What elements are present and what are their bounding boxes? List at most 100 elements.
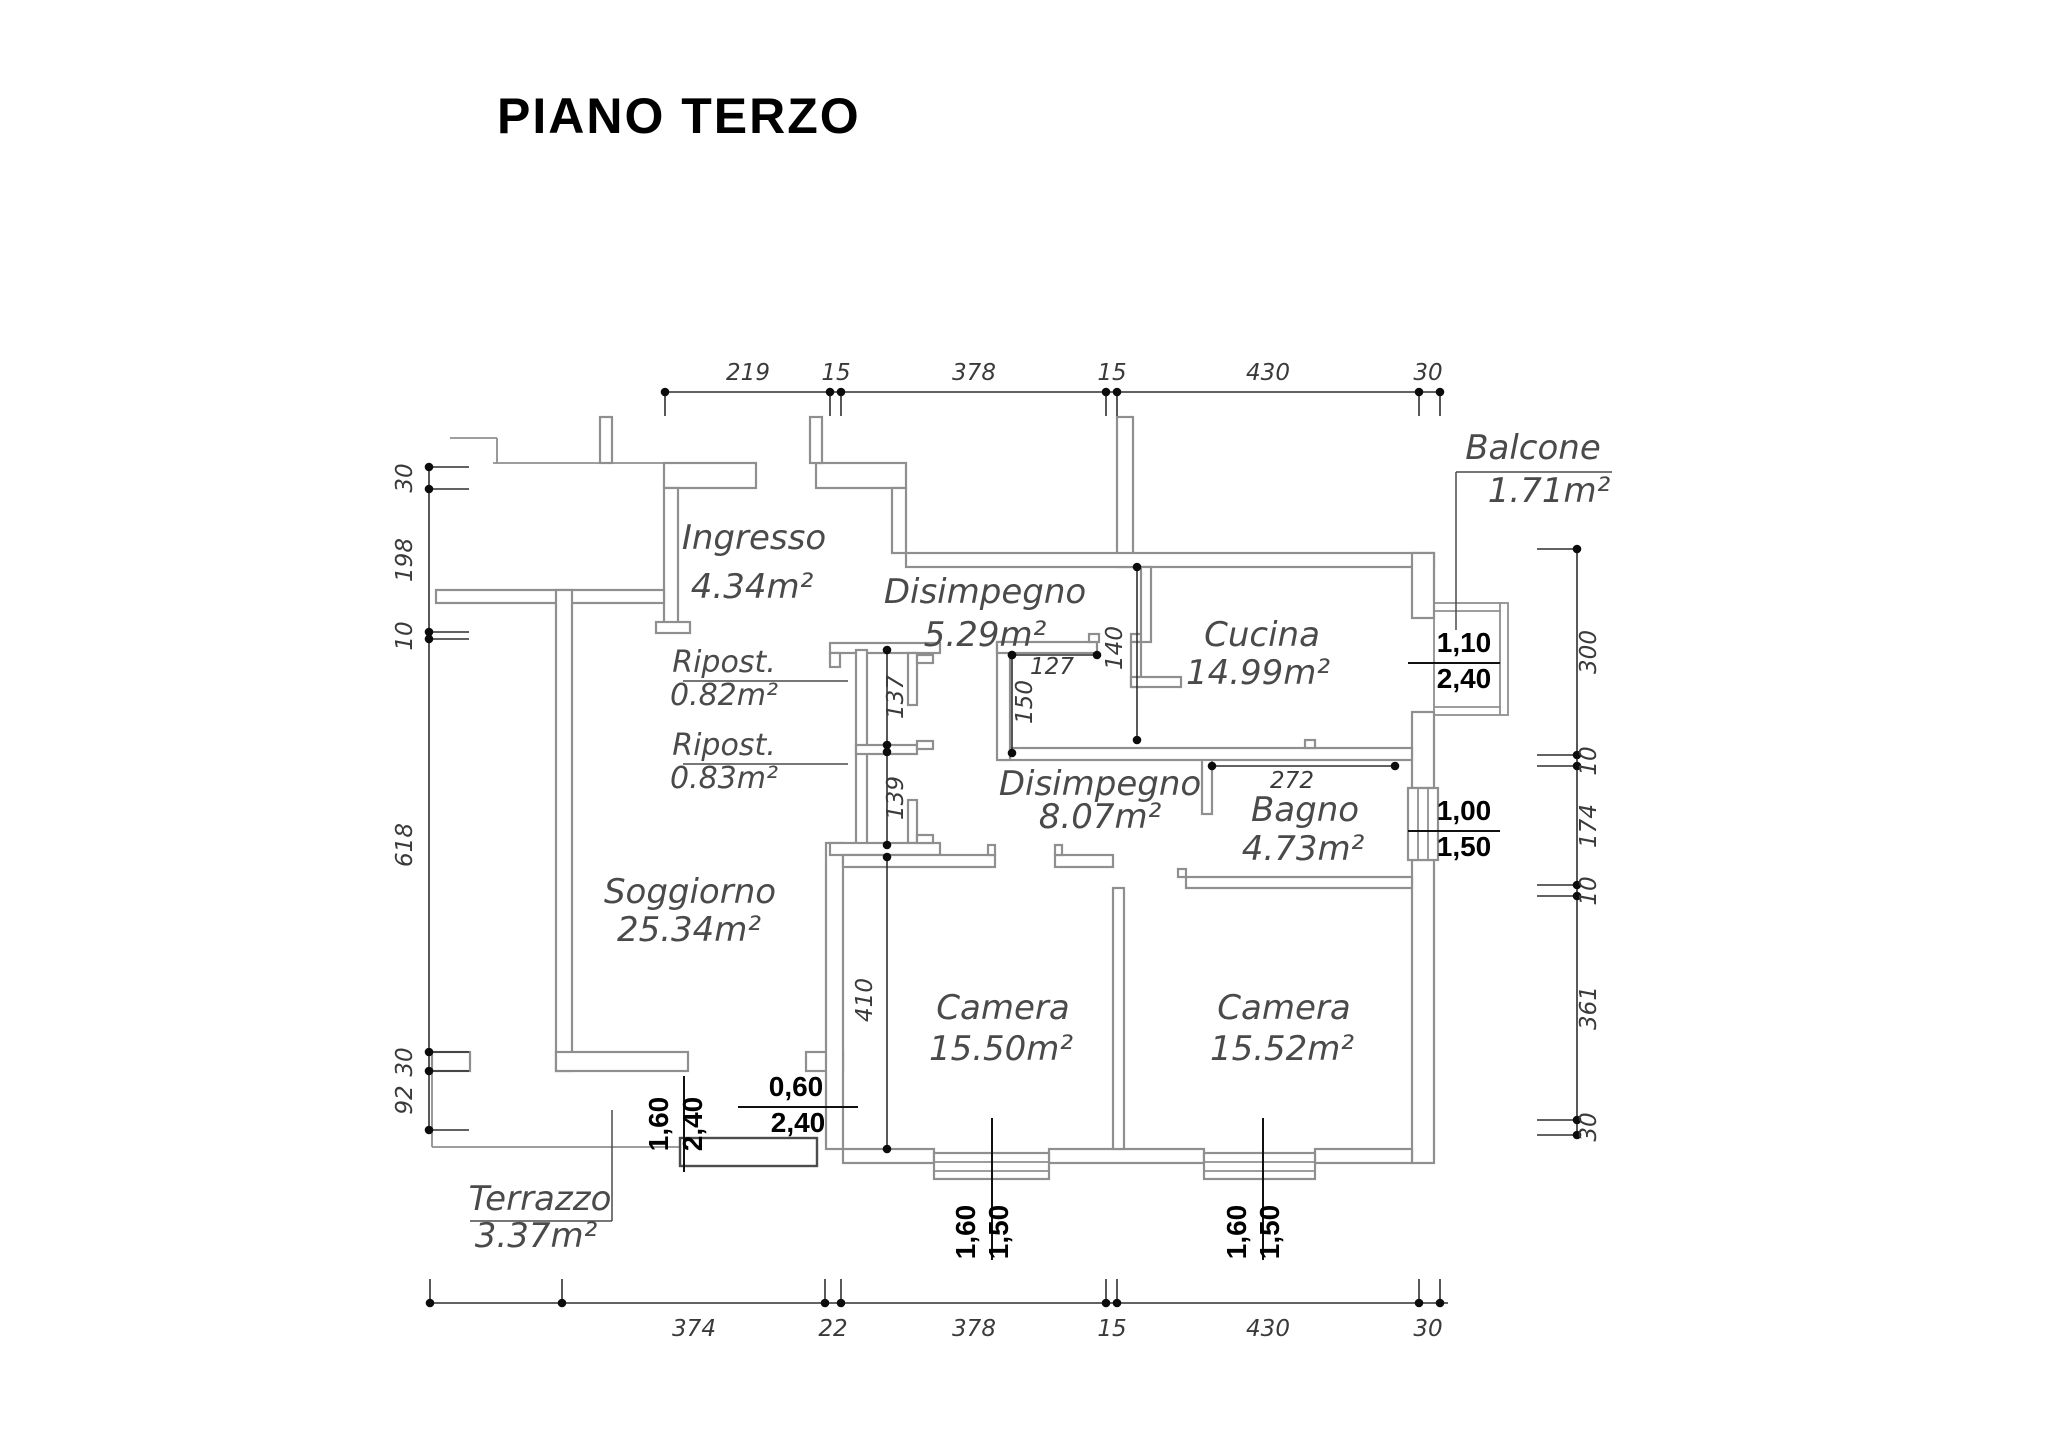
dim-label-left-4: 30 xyxy=(392,1047,418,1076)
wall-segment xyxy=(554,1050,690,1073)
dim-label-bottom-5: 30 xyxy=(1413,1316,1442,1342)
room-label-terrazzo-name: Terrazzo xyxy=(469,1179,612,1219)
room-label-camera2-area: 15.52m² xyxy=(1210,1029,1354,1069)
wall-segment xyxy=(915,833,935,845)
wall-segment xyxy=(654,620,692,635)
dim-label-closet2: 139 xyxy=(883,776,909,820)
walls-layer xyxy=(430,415,1440,1181)
dimension-dot xyxy=(1572,761,1582,771)
opening-label-bagno-window-width: 1,00 xyxy=(1437,795,1492,826)
dim-label-right-4: 361 xyxy=(1576,986,1602,1030)
wall-segment xyxy=(998,746,1414,762)
wall-segment xyxy=(1406,786,1440,862)
dim-label-left-2: 10 xyxy=(392,621,418,650)
dim-label-top-3: 15 xyxy=(1097,360,1126,386)
opening-label-balcony-door-height: 2,40 xyxy=(1437,663,1492,694)
terrace-step xyxy=(678,1136,819,1168)
wall-segment xyxy=(1410,858,1436,1165)
dimension-dot xyxy=(1414,1298,1424,1308)
wall-segment xyxy=(1111,886,1126,1151)
dim-label-bagno-272: 272 xyxy=(1270,768,1314,794)
dimension-dot xyxy=(424,634,434,644)
dimension-dot xyxy=(882,840,892,850)
dimension-dot xyxy=(424,1047,434,1057)
room-label-disimpegno1-name: Disimpegno xyxy=(884,572,1086,612)
dimension-dot xyxy=(882,740,892,750)
wall-segment xyxy=(841,853,997,869)
wall-segment xyxy=(814,461,908,490)
opening-label-camera2-window-width: 1,60 xyxy=(1221,1205,1252,1260)
dim-label-hall-140: 140 xyxy=(1102,626,1128,670)
wall-segment xyxy=(890,486,908,555)
room-label-bagno-name: Bagno xyxy=(1251,790,1359,830)
dimension-dot xyxy=(1092,650,1102,660)
room-label-cucina-area: 14.99m² xyxy=(1186,653,1330,693)
room-label-disimpegno2-name: Disimpegno xyxy=(999,764,1201,804)
dim-label-right-2: 174 xyxy=(1576,804,1602,848)
room-label-camera1-name: Camera xyxy=(936,988,1069,1028)
dim-label-right-0: 300 xyxy=(1576,630,1602,674)
wall-segment xyxy=(430,1050,472,1073)
balcony-outline xyxy=(1433,602,1509,716)
dim-label-left-3: 618 xyxy=(392,823,418,867)
wall-segment xyxy=(1087,632,1101,644)
wall-segment xyxy=(986,843,997,857)
dimension-dot xyxy=(1572,891,1582,901)
wall-segment xyxy=(1410,551,1436,620)
dimension-dot xyxy=(1572,544,1582,554)
wall-segment xyxy=(554,588,574,1073)
wall-segment xyxy=(598,415,614,465)
wall-segment xyxy=(995,640,1012,762)
wall-segment xyxy=(904,551,1436,569)
dimension-dot xyxy=(1112,1298,1122,1308)
dim-label-closet1: 137 xyxy=(883,675,909,719)
dim-label-kitchen-127: 127 xyxy=(1030,654,1074,680)
wall-segment xyxy=(1176,867,1188,879)
room-label-balcone-area: 1.71m² xyxy=(1488,471,1611,511)
room-label-soggiorno-name: Soggiorno xyxy=(604,872,776,912)
dimension-dot xyxy=(1101,387,1111,397)
dim-label-right-1: 10 xyxy=(1576,746,1602,775)
room-label-disimpegno1-area: 5.29m² xyxy=(924,615,1047,655)
dimension-dot xyxy=(882,852,892,862)
wall-segment xyxy=(828,651,842,669)
room-label-camera2-name: Camera xyxy=(1217,988,1350,1028)
dimension-dot xyxy=(1101,1298,1111,1308)
dimension-layer xyxy=(424,387,1582,1308)
opening-label-terrace-door-height: 2,40 xyxy=(677,1097,708,1152)
dim-label-top-1: 15 xyxy=(821,360,850,386)
room-label-ripost1-name: Ripost. xyxy=(672,645,776,680)
thin-lines-layer xyxy=(431,437,1612,1260)
dim-label-left-5: 92 xyxy=(392,1085,418,1114)
dimension-dot xyxy=(557,1298,567,1308)
dimension-dot xyxy=(1572,880,1582,890)
room-label-ripost2-area: 0.83m² xyxy=(670,761,778,796)
room-label-ingresso-area: 4.34m² xyxy=(691,567,814,607)
wall-segment xyxy=(1303,738,1317,750)
dim-label-bottom-0: 374 xyxy=(672,1316,716,1342)
wall-segment xyxy=(1313,1147,1414,1165)
dim-label-top-2: 378 xyxy=(952,360,996,386)
dimension-dot xyxy=(836,387,846,397)
room-label-disimpegno2-area: 8.07m² xyxy=(1039,797,1162,837)
wall-segment xyxy=(915,653,935,665)
dim-label-bottom-1: 22 xyxy=(818,1316,847,1342)
dim-label-bottom-2: 378 xyxy=(952,1316,996,1342)
dimension-dot xyxy=(836,1298,846,1308)
dimension-dot xyxy=(424,1125,434,1135)
wall-segment xyxy=(662,486,680,630)
wall-segment xyxy=(1202,1151,1317,1181)
dim-label-left-1: 198 xyxy=(392,538,418,582)
dimension-dot xyxy=(1207,761,1217,771)
opening-label-balcony-door-width: 1,10 xyxy=(1437,627,1492,658)
dim-label-right-5: 30 xyxy=(1576,1112,1602,1141)
room-label-camera1-area: 15.50m² xyxy=(929,1029,1073,1069)
dimension-dot xyxy=(424,1066,434,1076)
dimension-dot xyxy=(1435,387,1445,397)
dim-label-right-3: 10 xyxy=(1576,876,1602,905)
wall-segment xyxy=(1053,853,1115,869)
wall-segment xyxy=(1129,675,1183,689)
dimension-dot xyxy=(424,484,434,494)
